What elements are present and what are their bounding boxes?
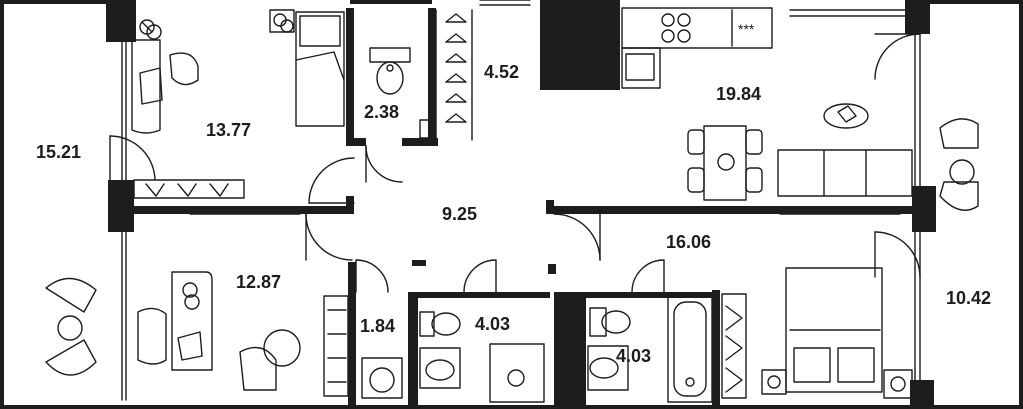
kitchen-living-furniture: *** [621, 7, 979, 211]
bathroom-furniture [419, 293, 747, 403]
area-toilet-small: 2.38 [364, 102, 399, 122]
area-bathroom-center: 4.03 [475, 314, 510, 334]
area-labels: 15.21 13.77 2.38 4.52 19.84 9.25 16.06 1… [36, 62, 991, 366]
area-bedroom-top-left: 13.77 [206, 120, 251, 140]
toilet-wardrobe-furniture [369, 9, 473, 141]
bedroom-bottom-right-furniture [761, 267, 913, 399]
bedroom-bottom-left-furniture [45, 271, 403, 399]
area-hallway: 9.25 [442, 204, 477, 224]
area-bedroom-bottom-right: 16.06 [666, 232, 711, 252]
area-wardrobe: 4.52 [484, 62, 519, 82]
area-balcony-left: 15.21 [36, 142, 81, 162]
bedroom-top-left-furniture [131, 9, 345, 199]
windows [121, 0, 921, 401]
area-bedroom-bottom-left: 12.87 [236, 272, 281, 292]
area-bathroom-right: 4.03 [616, 346, 651, 366]
area-laundry: 1.84 [360, 316, 395, 336]
area-kitchen-living: 19.84 [716, 84, 761, 104]
svg-text:***: *** [738, 21, 755, 37]
area-balcony-right: 10.42 [946, 288, 991, 308]
door-swings [109, 33, 921, 293]
